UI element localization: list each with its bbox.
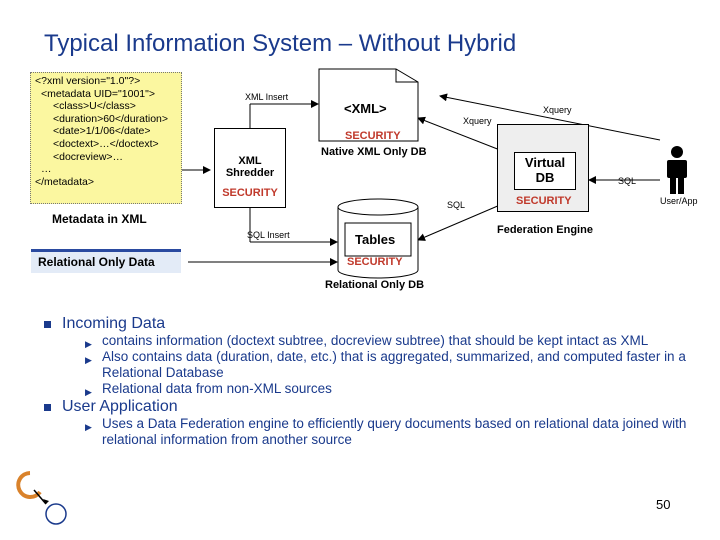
- xml-shredder-box: XML Shredder SECURITY: [214, 128, 286, 208]
- edge-label-sql-user: SQL: [618, 176, 637, 186]
- database-cylinder-icon: [337, 198, 419, 279]
- edge-label-xquery-user: Xquery: [543, 105, 572, 115]
- bullet-text: User Application: [62, 398, 178, 415]
- xml-line: <metadata UID="1001">: [41, 87, 155, 100]
- sub-bullet-item: ▶ Uses a Data Federation engine to effici…: [40, 416, 710, 448]
- virtual-db-box: Virtual DB: [514, 152, 576, 190]
- xml-document-icon: [318, 68, 419, 142]
- shredder-security: SECURITY: [222, 187, 278, 199]
- diagram-connectors: [182, 93, 661, 266]
- edge-label-xml-insert: XML Insert: [245, 92, 289, 102]
- xml-line: <?xml version="1.0"?>: [35, 75, 141, 87]
- relational-db-caption: Relational Only DB: [325, 279, 425, 291]
- xml-line: <date>1/1/06</date>: [53, 125, 151, 138]
- virtual-db-label-line2: DB: [535, 170, 555, 185]
- decorative-circles-icon: [16, 471, 67, 525]
- edge-label-sql-fed: SQL: [447, 200, 466, 210]
- bullet-text: Incoming Data: [62, 315, 166, 332]
- tables-label: Tables: [355, 232, 396, 247]
- sub-bullet-item: ▶ Also contains data (duration, date, etc…: [40, 349, 710, 381]
- xml-line: <class>U</class>: [53, 100, 136, 113]
- sub-bullet-text: Relational data from non-XML sources: [102, 381, 332, 396]
- square-bullet-icon: [44, 321, 51, 328]
- xml-line: …: [41, 163, 52, 176]
- relational-data-label: Relational Only Data: [31, 249, 181, 273]
- sub-bullet-item: ▶ contains information (doctext subtree, …: [40, 333, 710, 349]
- sub-bullet-text: contains information (doctext subtree, d…: [102, 333, 649, 348]
- xml-line: <duration>60</duration>: [53, 112, 169, 125]
- xml-doc-label: <XML>: [344, 101, 387, 116]
- triangle-bullet-icon: ▶: [85, 339, 92, 349]
- sub-bullet-text: Uses a Data Federation engine to efficie…: [102, 416, 687, 447]
- metadata-caption: Metadata in XML: [52, 212, 147, 226]
- sub-bullet-text: Also contains data (duration, date, etc.…: [102, 349, 686, 380]
- triangle-bullet-icon: ▶: [85, 422, 92, 432]
- xml-line: <docreview>…: [53, 150, 124, 163]
- xml-line: <doctext>…</doctext>: [53, 137, 159, 150]
- user-caption: User/App: [660, 196, 698, 206]
- page-number: 50: [656, 497, 671, 512]
- bullet-item: Incoming Data: [40, 314, 710, 333]
- triangle-bullet-icon: ▶: [85, 387, 92, 397]
- arrow-xquery-fed: [417, 116, 501, 151]
- xml-db-caption: Native XML Only DB: [321, 146, 427, 158]
- virtual-db-label-line1: Virtual: [524, 155, 566, 170]
- xml-line: </metadata>: [35, 175, 94, 188]
- relational-db-security: SECURITY: [347, 256, 403, 268]
- edge-label-sql-insert: SQL Insert: [247, 230, 290, 240]
- arrow-xquery-user: [439, 93, 661, 141]
- page-title: Typical Information System – Without Hyb…: [44, 30, 517, 57]
- shredder-label-line2: Shredder: [225, 167, 275, 179]
- xml-db-security: SECURITY: [345, 130, 401, 142]
- user-figure-icon: [667, 146, 687, 194]
- arrow-sql-fed: [417, 204, 501, 241]
- triangle-bullet-icon: ▶: [85, 355, 92, 365]
- metadata-xml-note: <?xml version="1.0"?> <metadata UID="100…: [30, 72, 182, 204]
- bullet-list: Incoming Data ▶ contains information (doc…: [40, 314, 710, 448]
- federation-security: SECURITY: [516, 195, 572, 207]
- bullet-item: User Application: [40, 397, 710, 416]
- sub-bullet-item: ▶ Relational data from non-XML sources: [40, 381, 710, 397]
- square-bullet-icon: [44, 404, 51, 411]
- federation-caption: Federation Engine: [497, 224, 593, 236]
- edge-label-xquery-fed: Xquery: [463, 116, 492, 126]
- shredder-label-line1: XML: [238, 155, 262, 167]
